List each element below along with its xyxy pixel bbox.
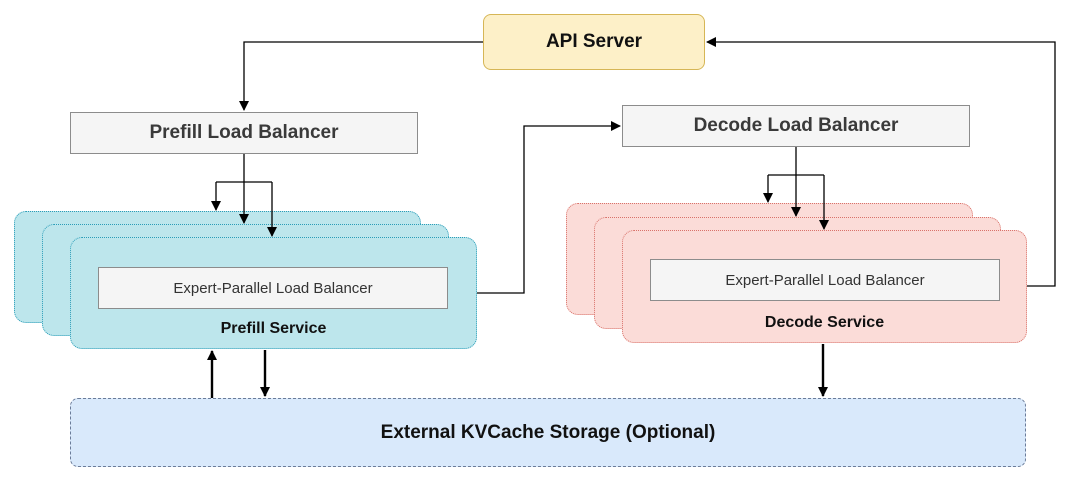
decode-to-api-arrow: [706, 37, 1056, 287]
prefill-to-decode-lb-arrow: [477, 121, 621, 294]
decode-load-balancer: Decode Load Balancer: [622, 105, 970, 147]
decode-expert-parallel-load-balancer: Expert-Parallel Load Balancer: [650, 259, 1000, 301]
prefill-load-balancer: Prefill Load Balancer: [70, 112, 418, 154]
decode-service: Expert-Parallel Load Balancer Decode Ser…: [622, 230, 1027, 343]
api-server-label: API Server: [545, 31, 643, 52]
prefill-expert-parallel-load-balancer: Expert-Parallel Load Balancer: [98, 267, 448, 309]
prefill-service: Expert-Parallel Load Balancer Prefill Se…: [70, 237, 477, 349]
prefill-service-label: Prefill Service: [220, 320, 327, 337]
decode-load-balancer-label: Decode Load Balancer: [693, 115, 899, 136]
external-kvcache-storage: External KVCache Storage (Optional): [70, 398, 1026, 467]
api-to-prefill-lb-arrow: [239, 41, 483, 111]
api-server: API Server: [483, 14, 705, 70]
decode-service-label: Decode Service: [764, 314, 885, 331]
decode-ep-lb-label: Expert-Parallel Load Balancer: [725, 271, 925, 289]
prefill-ep-lb-label: Expert-Parallel Load Balancer: [173, 279, 373, 297]
prefill-load-balancer-label: Prefill Load Balancer: [149, 122, 339, 143]
external-kvcache-storage-label: External KVCache Storage (Optional): [380, 421, 716, 443]
